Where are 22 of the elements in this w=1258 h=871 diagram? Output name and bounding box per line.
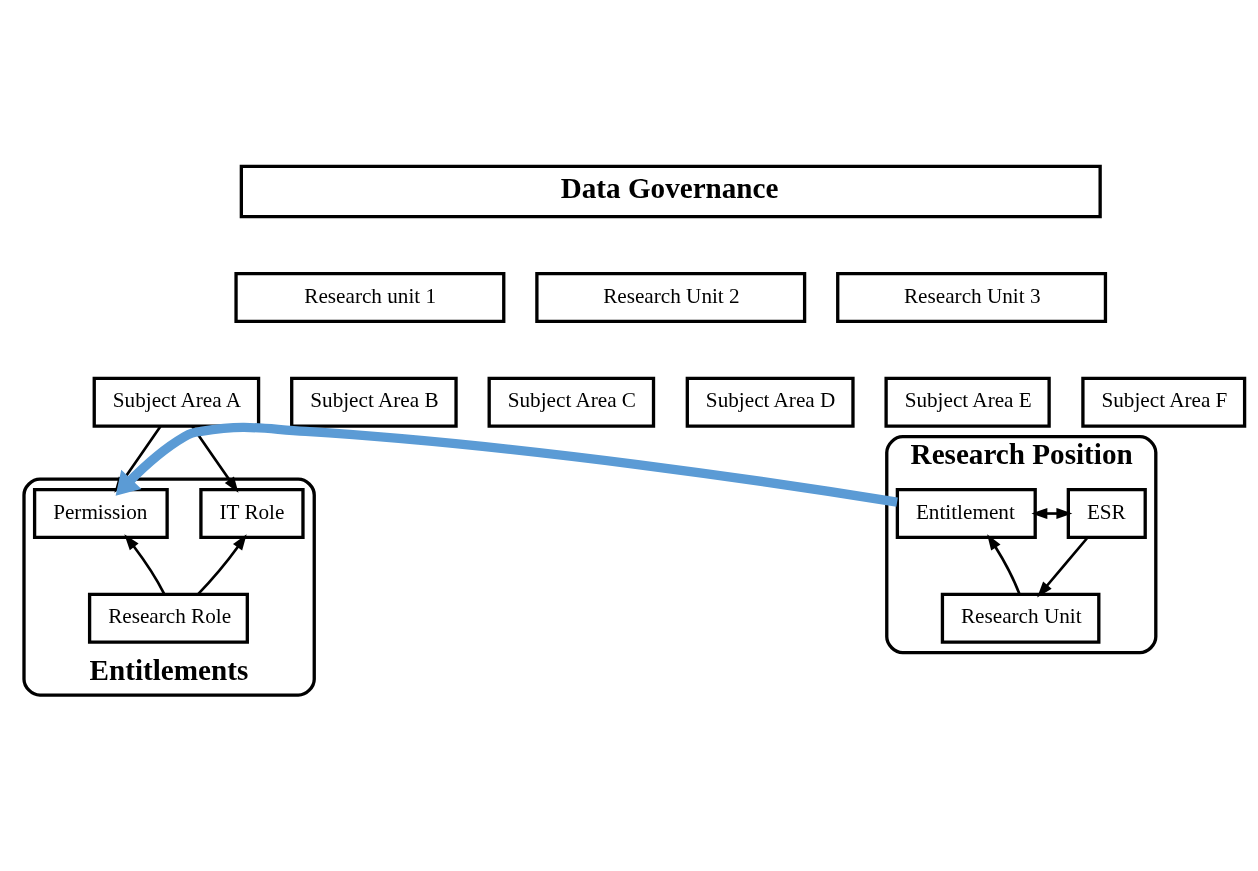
arrow — [1031, 507, 1073, 519]
node-box: ESR — [1066, 487, 1147, 539]
node-box: Subject Area A — [92, 376, 261, 428]
node-box: IT Role — [199, 487, 305, 539]
node-box: Research Unit — [940, 592, 1101, 644]
arrow — [191, 425, 239, 493]
arrow — [196, 533, 247, 595]
node-box: Permission — [32, 487, 169, 539]
arrow — [987, 533, 1021, 595]
node-box: Subject Area C — [487, 376, 656, 428]
arrow — [1037, 536, 1089, 597]
node-box: Data Governance — [239, 164, 1102, 218]
node-box: Subject Area E — [884, 376, 1051, 428]
node-box: Research Role — [87, 592, 249, 644]
node-box: Subject Area F — [1081, 376, 1247, 428]
node-box: Subject Area D — [685, 376, 855, 428]
node-box: Entitlement — [895, 487, 1037, 539]
node-box: Subject Area B — [290, 376, 458, 428]
node-box: Research Unit 2 — [535, 271, 807, 323]
arrow — [124, 533, 166, 595]
node-box: Research unit 1 — [234, 271, 506, 323]
node-box: Research Unit 3 — [836, 271, 1108, 323]
